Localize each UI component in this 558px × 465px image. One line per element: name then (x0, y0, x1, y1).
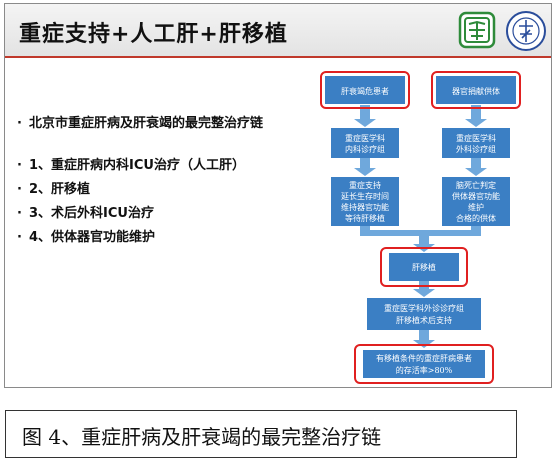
figure-caption-box: 图 4、重症肝病及肝衰竭的最完整治疗链 (5, 410, 517, 458)
flow-box-donor-maintenance: 脑死亡判定 供体器官功能 维护 合格的供体 (442, 177, 510, 226)
flow-arrow (465, 158, 487, 176)
flow-box-text: 等待肝移植 (345, 213, 385, 223)
flow-box-survival: 有移植条件的重症肝病患者 的存活率>80% (354, 344, 494, 384)
flow-box-text: 延长生存时间 (341, 191, 389, 201)
flow-box-text: 肝衰竭危患者 (341, 86, 389, 96)
flow-box-donor: 器官捐献供体 (431, 71, 521, 109)
flow-box-transplant: 肝移植 (380, 247, 468, 287)
flow-box-text: 重症医学科外诊诊疗组 (384, 303, 464, 313)
flow-arrow (354, 105, 376, 127)
slide: 重症支持+人工肝+肝移植 ·北京市重症肝病及肝衰竭的最完整治疗链 ·1、重症肝病… (4, 3, 552, 388)
figure-caption: 图 4、重症肝病及肝衰竭的最完整治疗链 (22, 425, 382, 449)
flow-arrow (465, 105, 487, 127)
university-seal-icon (506, 11, 546, 51)
flow-box-text: 有移植条件的重症肝病患者 (376, 353, 472, 363)
flow-box-text: 脑死亡判定 (456, 180, 496, 190)
slide-header: 重症支持+人工肝+肝移植 (5, 4, 551, 58)
bullet-item: ·2、肝移植 (17, 182, 91, 197)
flow-box-postop: 重症医学科外诊诊疗组 肝移植术后支持 (367, 298, 481, 330)
flow-box-text: 肝移植术后支持 (396, 315, 452, 325)
flow-box-text: 合格的供体 (456, 213, 496, 223)
flow-box-text: 肝移植 (412, 262, 436, 272)
flow-box-text: 维护 (468, 202, 484, 212)
flow-box-text: 器官捐献供体 (452, 86, 500, 96)
slide-title: 重症支持+人工肝+肝移植 (19, 22, 288, 47)
flow-box-medical-team: 重症医学科 内科诊疗组 (331, 128, 399, 158)
flow-box-patient: 肝衰竭危患者 (320, 71, 410, 109)
flow-arrow (354, 158, 376, 176)
flow-box-text: 外科诊疗组 (456, 144, 496, 154)
hospital-emblem-icon (458, 11, 496, 49)
flow-box-text: 重症医学科 (345, 133, 385, 143)
bullet-item: ·1、重症肝病内科ICU治疗（人工肝） (17, 158, 245, 173)
flow-box-text: 内科诊疗组 (345, 144, 385, 154)
flow-box-surgical-team: 重症医学科 外科诊疗组 (442, 128, 510, 158)
flow-box-text: 重症支持 (349, 180, 381, 190)
bullet-item: ·3、术后外科ICU治疗 (17, 206, 154, 221)
bullet-item: ·北京市重症肝病及肝衰竭的最完整治疗链 (17, 116, 264, 131)
flow-box-support: 重症支持 延长生存时间 维持器官功能 等待肝移植 (331, 177, 399, 226)
bullet-item: ·4、供体器官功能维护 (17, 230, 156, 245)
flow-box-text: 供体器官功能 (452, 191, 500, 201)
flow-box-text: 的存活率>80% (396, 365, 453, 375)
treatment-flowchart: 肝衰竭危患者 器官捐献供体 重症医学科 内科诊疗组 重症医学科 外科诊疗组 重症… (320, 71, 521, 384)
flow-box-text: 维持器官功能 (341, 202, 389, 212)
flow-box-text: 重症医学科 (456, 133, 496, 143)
flow-arrow (413, 281, 435, 297)
